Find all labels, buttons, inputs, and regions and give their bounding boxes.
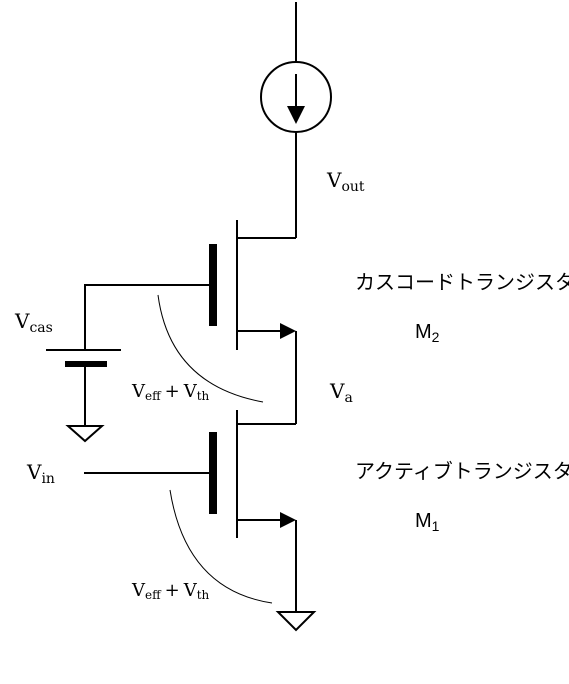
- ground-icon: [65, 425, 105, 443]
- cascode-transistor-label: カスコードトランジスタ: [355, 271, 569, 294]
- source-arrow-icon: [280, 512, 296, 528]
- m1-label: M1: [415, 510, 440, 534]
- veff-arc-lower: [169, 489, 273, 604]
- current-source-icon: [260, 61, 332, 133]
- veff-arc-upper: [157, 294, 264, 403]
- ground-icon: [275, 611, 317, 632]
- active-transistor-label: アクティブトランジスタ: [355, 459, 569, 483]
- vin-label: Vin: [26, 460, 55, 487]
- vcas-label: Vcas: [14, 309, 53, 336]
- veff-vth-label-upper: Veff+Vth: [131, 381, 210, 403]
- cascode-transistor-m2: [209, 220, 296, 350]
- vout-label: Vout: [326, 168, 365, 195]
- m2-label: M2: [415, 321, 440, 345]
- veff-vth-label-lower: Veff+Vth: [131, 580, 210, 602]
- va-label: Va: [329, 379, 353, 406]
- source-arrow-icon: [280, 323, 296, 339]
- vcas-bias-source: [46, 284, 210, 443]
- active-transistor-m1: [84, 410, 296, 538]
